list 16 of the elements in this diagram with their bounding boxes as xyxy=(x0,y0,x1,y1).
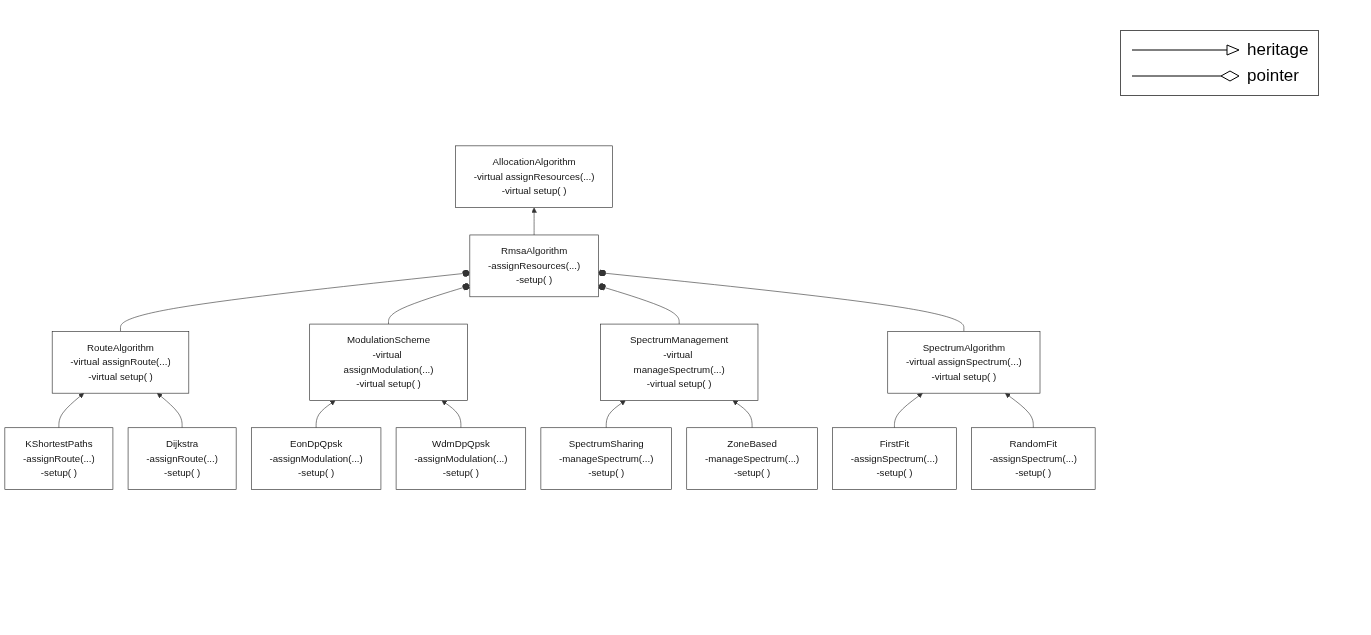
node-box: RandomFit -assignSpectrum(...) -setup( ) xyxy=(971,427,1096,490)
node-box: KShortestPaths -assignRoute(...) -setup( ) xyxy=(4,427,114,490)
node-box: SpectrumManagement -virtual manageSpectrum(...) -virtual setup( ) xyxy=(600,323,759,401)
node-box: AllocationAlgorithm -virtual assignResources(...) -virtual setup( ) xyxy=(455,145,613,208)
node-box: SpectrumAlgorithm -virtual assignSpectrum(...) -virtual setup( ) xyxy=(887,330,1041,394)
node-box: SpectrumSharing -manageSpectrum(...) -setup( ) xyxy=(540,427,672,490)
node-box: FirstFit -assignSpectrum(...) -setup( ) xyxy=(832,427,957,490)
node-box: Dijkstra -assignRoute(...) -setup( ) xyxy=(127,427,237,490)
legend-label: heritage xyxy=(1247,40,1309,60)
node-box: ModulationScheme -virtual assignModulation(...) -virtual setup( ) xyxy=(309,323,468,401)
node-box: WdmDpQpsk -assignModulation(...) -setup( ) xyxy=(395,427,527,490)
node-box: ZoneBased -manageSpectrum(...) -setup( ) xyxy=(686,427,818,490)
legend-label: pointer xyxy=(1247,66,1299,86)
node-box: RouteAlgorithm -virtual assignRoute(...) -virtual setup( ) xyxy=(51,330,190,394)
node-box: EonDpQpsk -assignModulation(...) -setup( ) xyxy=(251,427,382,490)
node-box: RmsaAlgorithm -assignResources(...) -setup( ) xyxy=(469,234,599,297)
